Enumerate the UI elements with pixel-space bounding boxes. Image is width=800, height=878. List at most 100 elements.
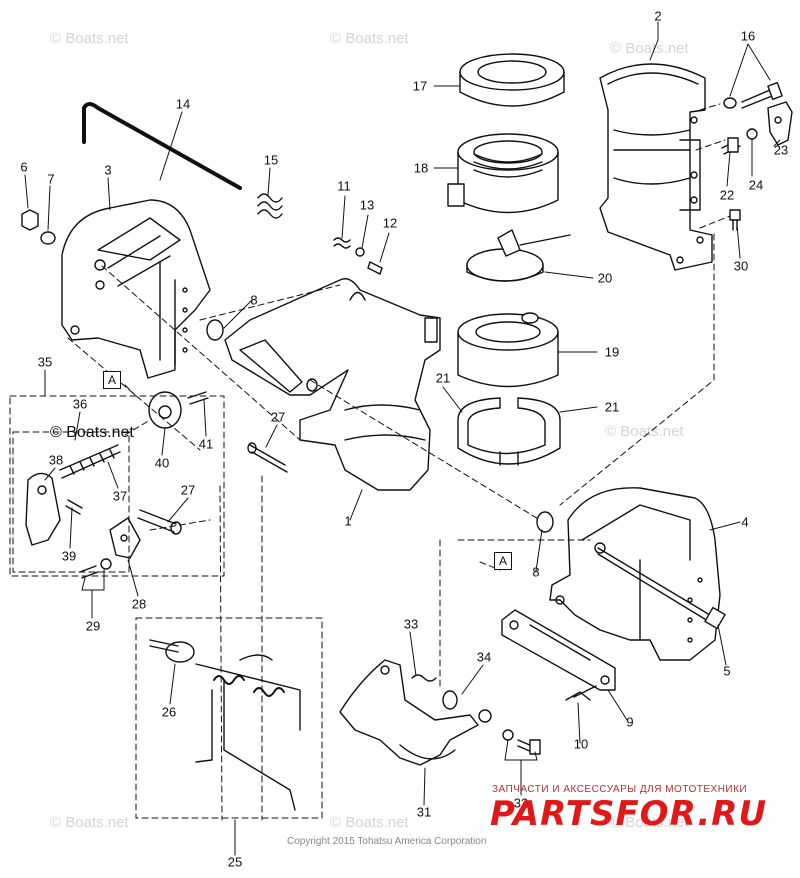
part-24-washer [746,128,758,140]
callout-21: 21 [435,370,451,386]
callout-21: 21 [604,399,620,415]
brand-tagline: ЗАПЧАСТИ И АКСЕССУАРЫ ДЛЯ МОТОТЕХНИКИ [492,784,748,795]
callout-27: 27 [270,409,286,425]
reference-box-a: A [494,552,512,570]
callout-30: 30 [733,258,749,274]
callout-28: 28 [131,596,147,612]
part-5-long-bolt [597,547,726,630]
part-6-nut [21,209,39,231]
part-27-pin-lower [137,509,182,535]
part-20-clamp-band [466,229,571,282]
brand-logo: PARTSFOR.RU [490,794,768,834]
part-32-bolt-washer [502,729,541,755]
callout-1: 1 [344,513,352,529]
watermark: © Boats.net [50,814,129,831]
part-13-washer [355,247,365,257]
part-3-clamp-bracket-left [61,199,211,379]
part-8-washer [206,319,224,341]
part-38-lever [25,472,61,546]
part-7-washer [40,231,56,245]
callout-38: 38 [48,452,64,468]
callout-37: 37 [112,488,128,504]
part-10-screw [565,685,597,701]
part-34-washer [442,690,492,723]
callout-34: 34 [476,649,492,665]
callout-12: 12 [382,215,398,231]
callout-41: 41 [198,436,214,452]
part-40-knob [148,391,182,429]
callout-39: 39 [61,548,77,564]
callout-10: 10 [573,736,589,752]
callout-25: 25 [227,854,243,870]
callout-9: 9 [626,714,634,730]
assembly-guides [9,103,731,821]
part-16-bolt-washer [723,82,783,109]
callout-33: 33 [403,616,419,632]
part-21-split-bushing [457,397,561,466]
callout-4: 4 [741,514,749,530]
watermark: © Boats.net [330,30,409,47]
callout-8: 8 [532,564,540,580]
callout-2: 2 [654,8,662,24]
part-11-spring [333,237,351,249]
part-41-screw [187,391,209,405]
part-31-lever-bracket [339,659,479,766]
copyright-notice: Copyright 2015 Tohatsu America Corporati… [287,836,487,847]
callout-36: 36 [72,396,88,412]
part-1-swivel-case [224,278,441,491]
callout-5: 5 [723,663,731,679]
callout-17: 17 [412,78,428,94]
part-4-clamp-bracket-right [549,487,721,661]
callout-8: 8 [250,292,258,308]
watermark: © Boats.net [330,814,409,831]
callout-3: 3 [104,162,112,178]
inline-watermark: © Boats.net [50,424,134,441]
part-25-spring-lever [149,639,301,811]
part-17-seal-ring [459,53,565,107]
part-37-bolt [59,444,121,479]
callout-26: 26 [161,704,177,720]
callout-35: 35 [37,354,53,370]
callout-40: 40 [154,455,170,471]
callout-6: 6 [20,159,28,175]
part-29-bolt-washer [79,558,112,579]
part-39-screw [65,499,83,515]
callout-15: 15 [263,152,279,168]
part-28-bracket [109,517,141,559]
part-22-bolt [721,137,741,155]
callout-20: 20 [597,270,613,286]
callout-31: 31 [416,804,432,820]
callout-11: 11 [337,178,351,194]
part-8-washer-right [536,511,554,533]
callout-23: 23 [773,142,789,158]
callout-18: 18 [413,160,429,176]
callout-7: 7 [47,171,55,187]
part-15-spring [257,193,283,219]
part-14-rod [82,102,242,190]
part-18-swivel-bushing [447,133,559,214]
callout-29: 29 [85,618,101,634]
reference-box-a: A [103,371,121,389]
part-19-bushing [457,312,559,388]
callout-19: 19 [604,344,620,360]
callout-16: 16 [740,28,756,44]
part-30-bolt [729,209,741,231]
leader-lines [24,21,781,856]
callout-22: 22 [719,187,735,203]
callout-13: 13 [359,197,375,213]
part-27-pin-upper [247,442,288,473]
part-23-tilt-lever [767,101,793,146]
callout-24: 24 [748,177,764,193]
watermark: © Boats.net [610,40,689,57]
callout-14: 14 [175,96,191,112]
watermark: © Boats.net [610,814,689,831]
watermark: © Boats.net [605,423,684,440]
part-12-bolt [367,261,383,275]
part-2-swivel-bracket [599,63,713,271]
callout-32: 32 [513,795,529,811]
part-9-plate [501,609,616,691]
watermark: © Boats.net [50,30,129,47]
callout-27: 27 [180,482,196,498]
